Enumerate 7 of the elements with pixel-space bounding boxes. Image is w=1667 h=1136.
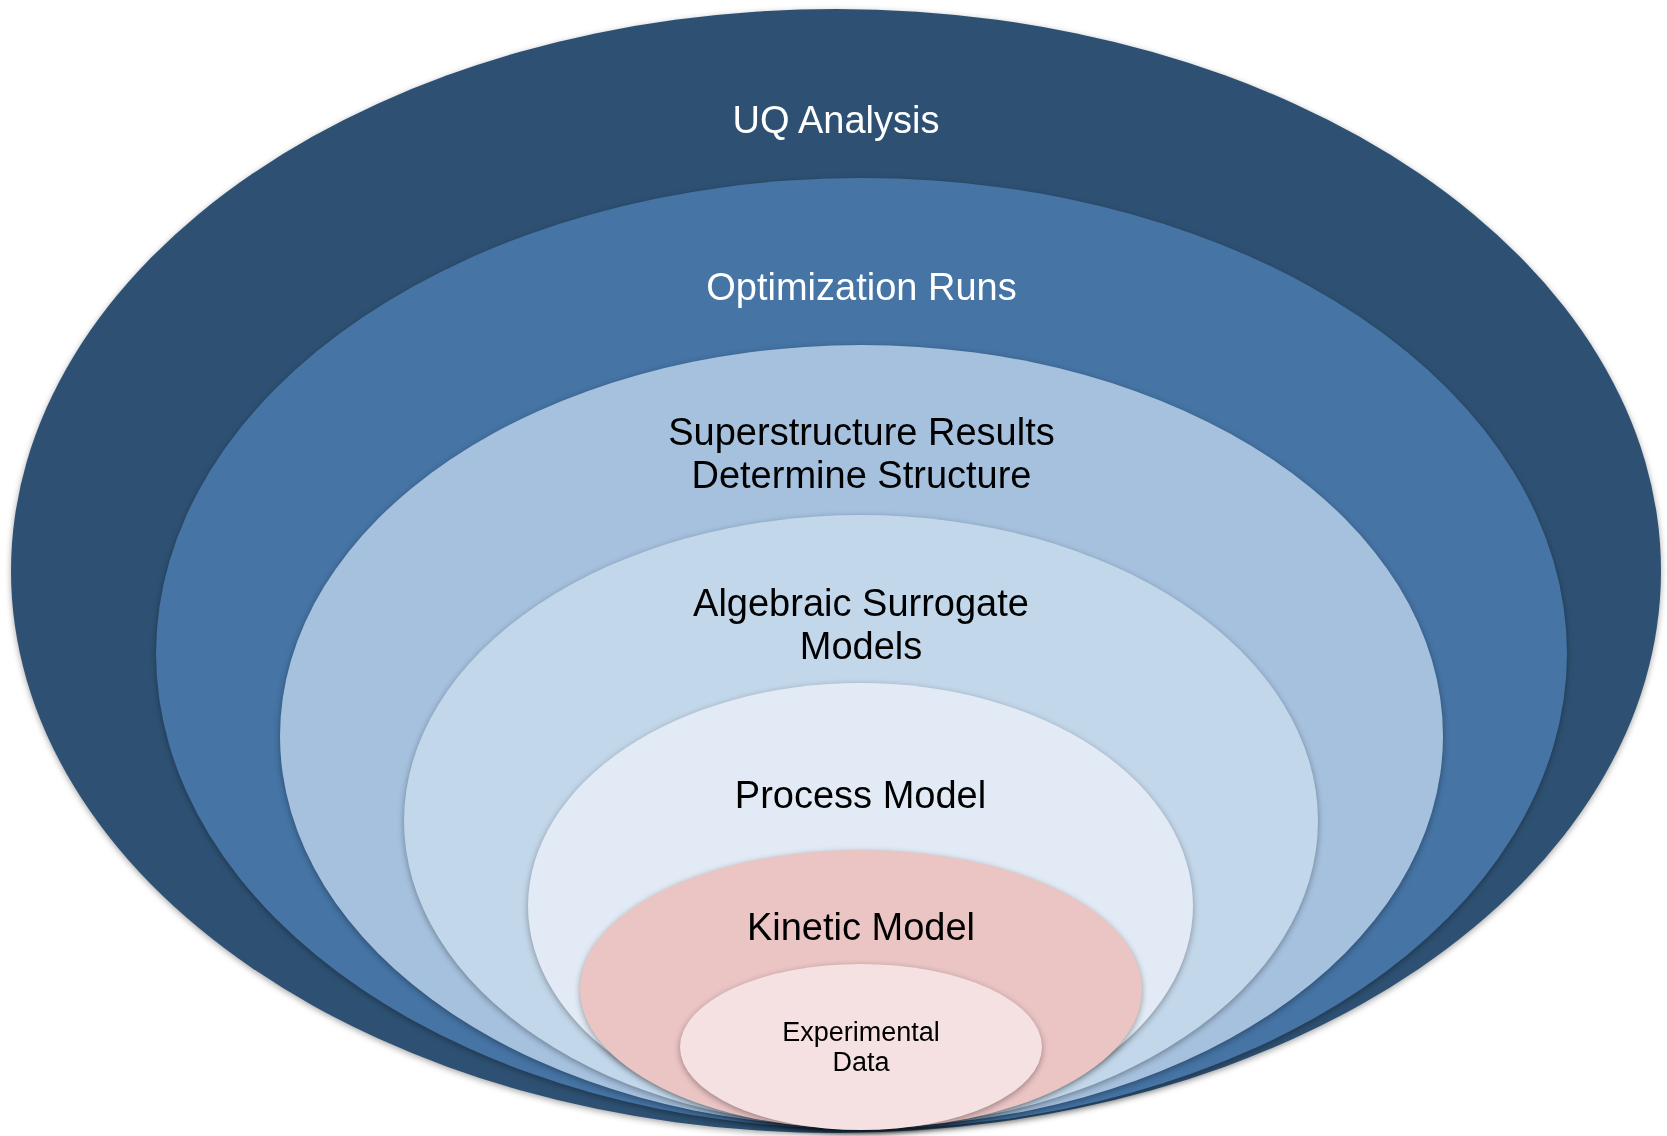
ellipse-label: Optimization Runs: [705, 265, 1018, 309]
ellipse-label: Process Model: [733, 773, 988, 817]
ellipse-label: Superstructure Results Determine Structure: [667, 411, 1056, 497]
ellipse-label: Experimental Data: [781, 1016, 941, 1078]
ellipse-label: UQ Analysis: [731, 98, 941, 142]
ellipse-label: Algebraic Surrogate Models: [692, 582, 1030, 668]
ellipse-label: Kinetic Model: [745, 905, 977, 949]
